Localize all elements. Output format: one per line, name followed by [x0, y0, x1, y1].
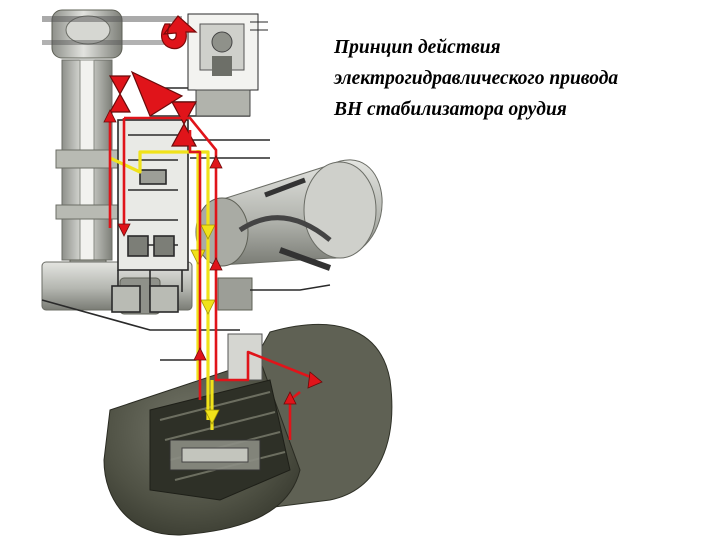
- pressure-arrows: [103, 109, 323, 405]
- return-arrows: [190, 224, 220, 425]
- electric-motor: [195, 159, 383, 311]
- rotation-arrow-icon: [161, 15, 198, 50]
- title-line: Принцип действия: [334, 37, 501, 58]
- slide-title: Принцип действия электрогидравлического …: [334, 32, 704, 125]
- electrical-unit: [187, 13, 268, 117]
- title-line: электрогидравлического привода: [334, 68, 619, 89]
- title-line: ВН стабилизатора орудия: [334, 99, 567, 120]
- pump-housing: [103, 323, 393, 536]
- pressure-lines: [108, 116, 319, 440]
